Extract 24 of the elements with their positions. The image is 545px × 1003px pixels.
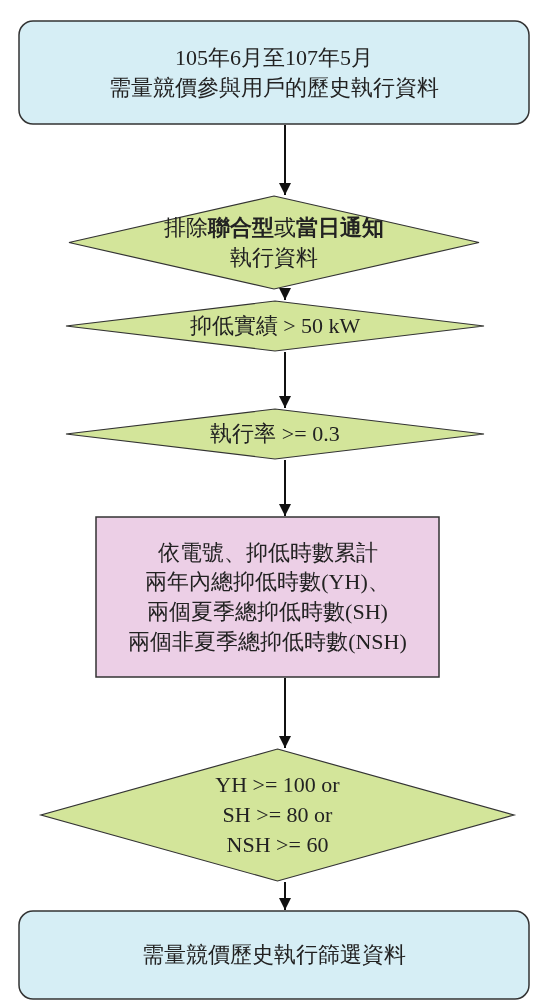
node-text: 需量競價歷史執行篩選資料: [142, 941, 406, 970]
decision-diamond: [65, 408, 485, 460]
arrow: [279, 677, 291, 749]
process-box: [95, 516, 440, 678]
node-text: 依電號、抑低時數累計: [157, 538, 378, 567]
node-text: 兩年內總抑低時數(YH)、: [145, 568, 390, 597]
arrow: [279, 124, 291, 196]
decision-diamond: [68, 195, 480, 290]
arrow: [279, 351, 291, 409]
arrow: [279, 288, 291, 301]
node-text: 兩個非夏季總抑低時數(NSH): [128, 627, 407, 656]
process-box: [18, 910, 530, 1000]
node-text: 排除聯合型或當日通知執行資料: [163, 213, 385, 272]
node-text: 需量競價參與用戶的歷史執行資料: [109, 73, 439, 102]
node-text: 兩個夏季總抑低時數(SH): [147, 598, 388, 626]
node-text: YH >= 100 or SH >= 80 or NSH >= 60: [214, 771, 341, 859]
process-box: [18, 20, 530, 125]
arrow: [279, 459, 291, 517]
decision-diamond: [65, 300, 485, 352]
node-text: 105年6月至107年5月: [175, 43, 373, 72]
arrow: [279, 881, 291, 911]
decision-diamond: [40, 748, 515, 882]
node-text: 執行率 >= 0.3: [210, 420, 340, 449]
node-text: 抑低實績 > 50 kW: [189, 312, 361, 341]
